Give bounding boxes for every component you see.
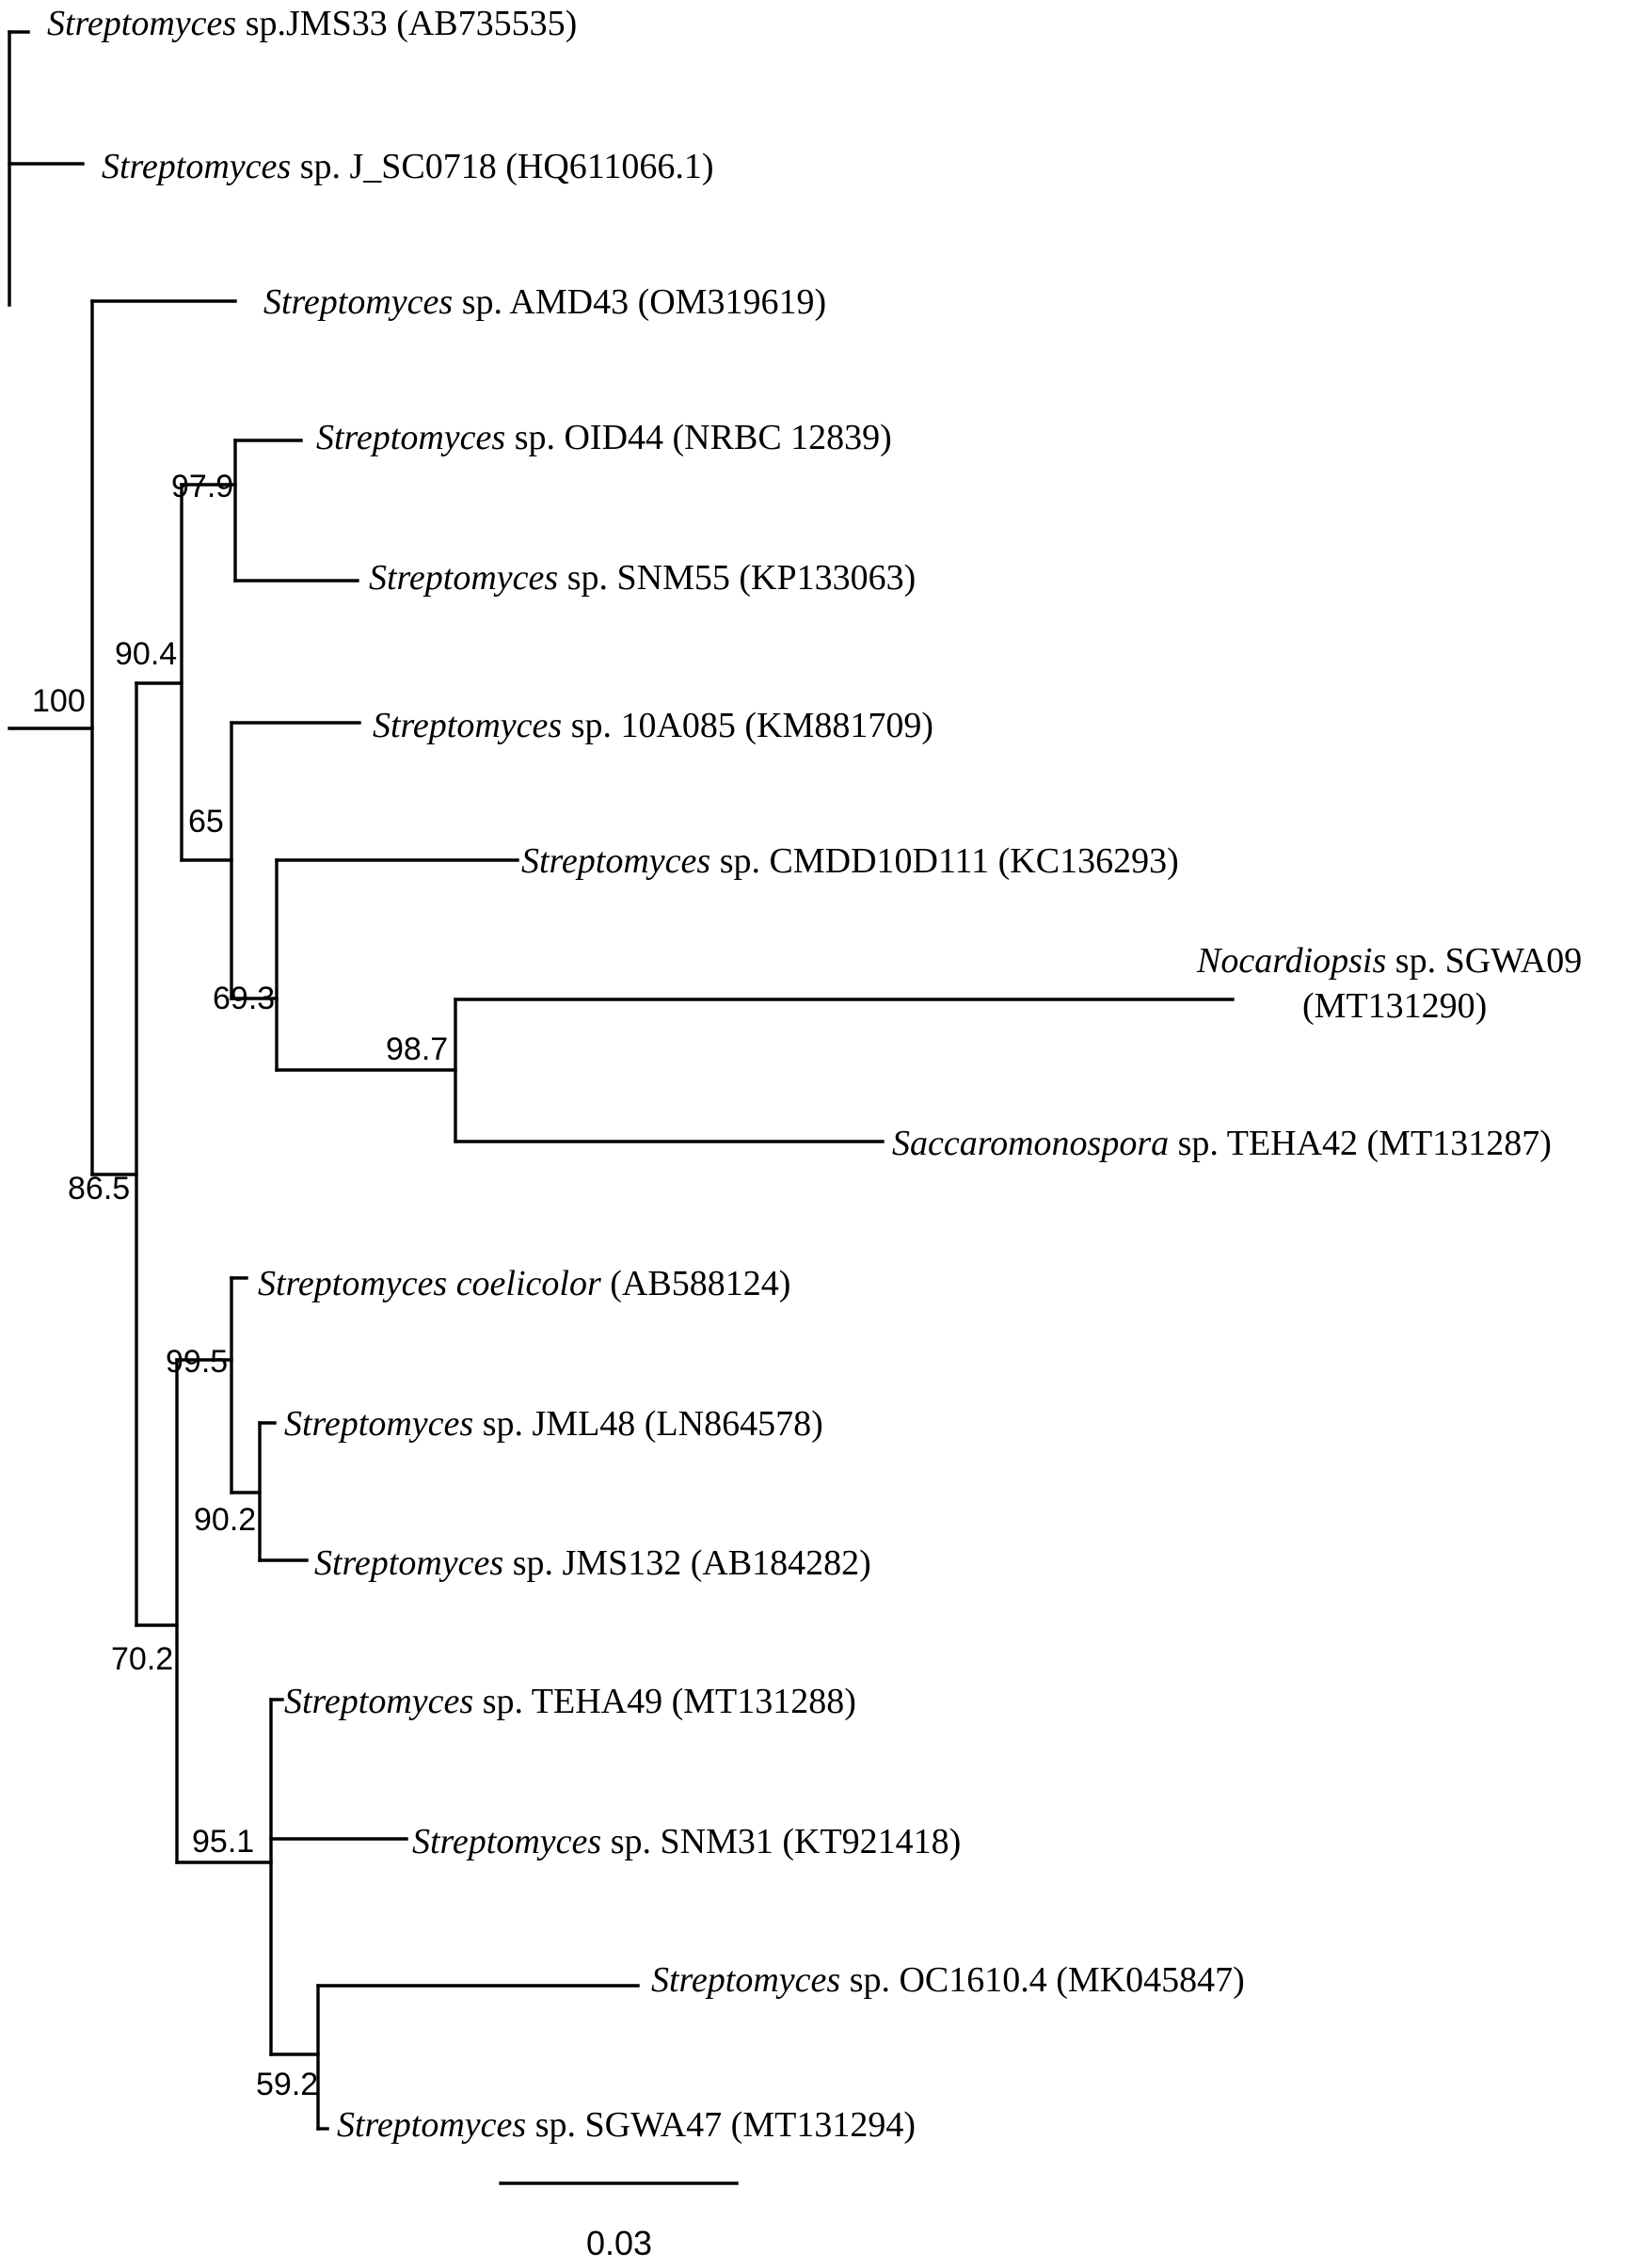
support-value: 95.1	[192, 1824, 254, 1860]
leaf-label: Streptomyces sp. SNM31 (KT921418)	[412, 1822, 961, 1861]
support-value: 86.5	[68, 1171, 130, 1206]
support-value: 100	[32, 683, 86, 719]
support-value: 99.5	[166, 1344, 228, 1380]
leaf-label: Streptomyces sp. JMS132 (AB184282)	[314, 1543, 871, 1583]
leaf-label: Streptomyces sp.JMS33 (AB735535)	[47, 4, 577, 43]
leaf-label: Streptomyces sp. CMDD10D111 (KC136293)	[521, 841, 1179, 881]
support-value: 65	[188, 804, 224, 839]
leaf-label: Streptomyces sp. 10A085 (KM881709)	[373, 706, 933, 745]
support-value: 98.7	[386, 1031, 448, 1067]
leaf-label: Streptomyces sp. AMD43 (OM319619)	[263, 282, 826, 322]
support-value: 90.2	[194, 1502, 256, 1538]
scale-bar-label: 0.03	[586, 2224, 652, 2262]
support-value: 97.9	[171, 469, 233, 504]
leaf-label: Streptomyces sp. TEHA49 (MT131288)	[284, 1682, 856, 1721]
leaf-label: Nocardiopsis sp. SGWA09	[1196, 941, 1582, 981]
leaf-label: Saccaromonospora sp. TEHA42 (MT131287)	[892, 1124, 1552, 1163]
leaf-label: Streptomyces sp. OID44 (NRBC 12839)	[316, 418, 892, 457]
leaf-label: Streptomyces sp. SNM55 (KP133063)	[369, 558, 916, 598]
leaf-label: Streptomyces sp. J_SC0718 (HQ611066.1)	[102, 147, 714, 186]
leaf-labels: Streptomyces sp.JMS33 (AB735535) Strepto…	[47, 4, 1582, 2145]
leaf-label: Streptomyces sp. SGWA47 (MT131294)	[337, 2105, 916, 2145]
leaf-label: Streptomyces coelicolor (AB588124)	[258, 1264, 790, 1303]
support-value: 69.3	[213, 981, 275, 1016]
support-value: 90.4	[115, 636, 177, 672]
tree-branches	[8, 30, 1235, 2131]
support-value: 59.2	[256, 2067, 318, 2102]
leaf-label: Streptomyces sp. JML48 (LN864578)	[284, 1404, 823, 1444]
scale-bar: 0.03	[499, 2181, 739, 2262]
support-values: 97.9 90.4 100 65 69.3 98.7 86.5 99.5 90.…	[32, 469, 448, 2102]
leaf-label: Streptomyces sp. OC1610.4 (MK045847)	[651, 1960, 1245, 2000]
support-value: 70.2	[111, 1641, 173, 1677]
leaf-label-line2: (MT131290)	[1302, 986, 1487, 1026]
